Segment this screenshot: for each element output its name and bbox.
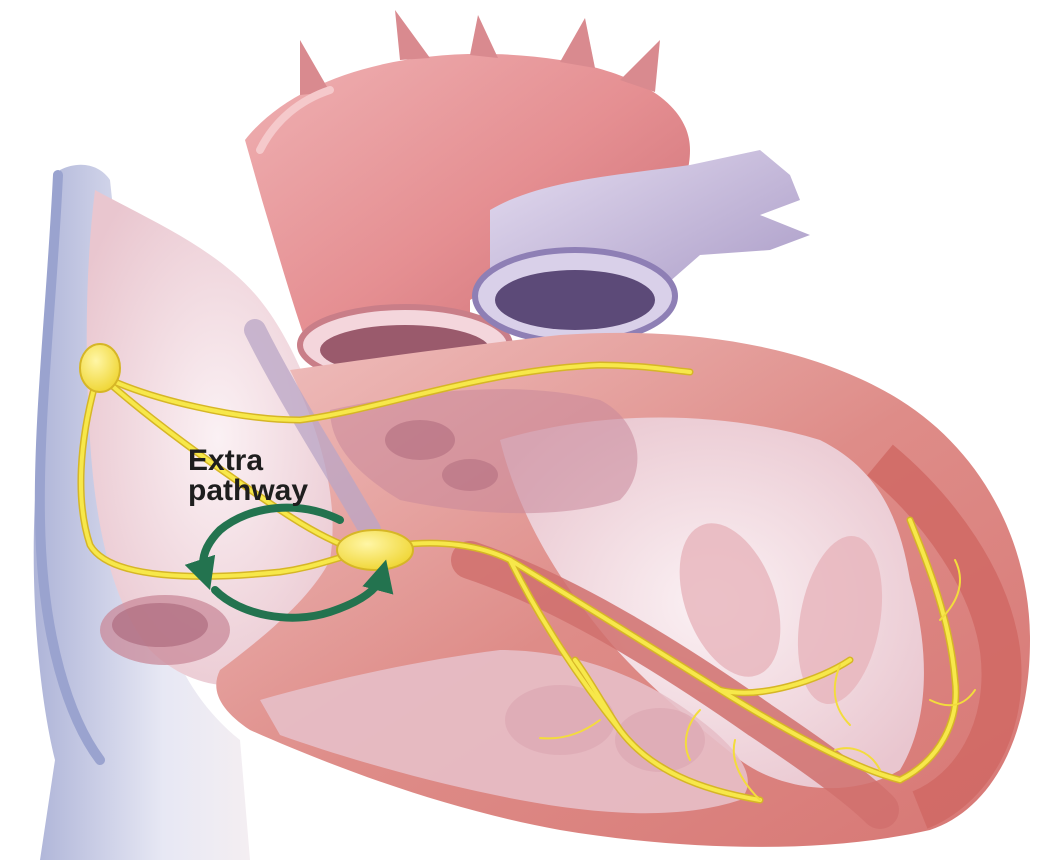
sa-node-icon xyxy=(80,344,120,392)
extra-pathway-label-line-2: pathway xyxy=(188,474,308,507)
ventricles xyxy=(216,330,1030,847)
extra-pathway-label-line-1: Extra xyxy=(188,444,263,477)
av-node-icon xyxy=(337,530,413,570)
